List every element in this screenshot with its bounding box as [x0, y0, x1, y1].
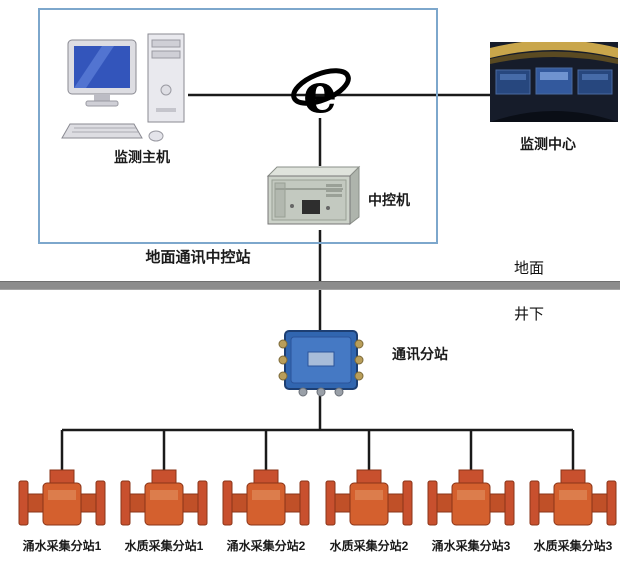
device-label: 涌水采集分站3	[431, 539, 511, 553]
water-sensor-icon	[325, 469, 413, 526]
communication-substation-label: 通讯分站	[392, 346, 448, 362]
ground-station-box	[38, 8, 438, 244]
water-sensor-icon	[18, 469, 106, 526]
svg-text:e: e	[303, 61, 337, 124]
monitoring-center-image	[490, 42, 618, 122]
water-sensor-icon	[222, 469, 310, 526]
ground-station-label: 地面通讯中控站	[145, 249, 251, 266]
water-sensor-icon	[427, 469, 515, 526]
device-label: 水质采集分站1	[124, 539, 204, 553]
water-sensor-icon	[529, 469, 617, 526]
desktop-computer-icon	[61, 33, 185, 142]
surface-divider	[0, 281, 620, 290]
device-label: 涌水采集分站1	[22, 539, 102, 553]
monitor-host-label: 监测主机	[114, 149, 170, 165]
device-label: 水质采集分站3	[533, 539, 613, 553]
central-control-machine-icon	[266, 165, 361, 226]
communication-substation-icon	[278, 330, 364, 397]
surface-label: 地面	[514, 260, 545, 277]
water-sensor-icon	[120, 469, 208, 526]
internet-icon: e	[291, 61, 351, 124]
device-label: 涌水采集分站2	[226, 539, 306, 553]
underground-label: 井下	[514, 306, 545, 323]
monitoring-center-label: 监测中心	[520, 136, 576, 152]
device-label: 水质采集分站2	[329, 539, 409, 553]
central-control-machine-label: 中控机	[368, 192, 410, 208]
